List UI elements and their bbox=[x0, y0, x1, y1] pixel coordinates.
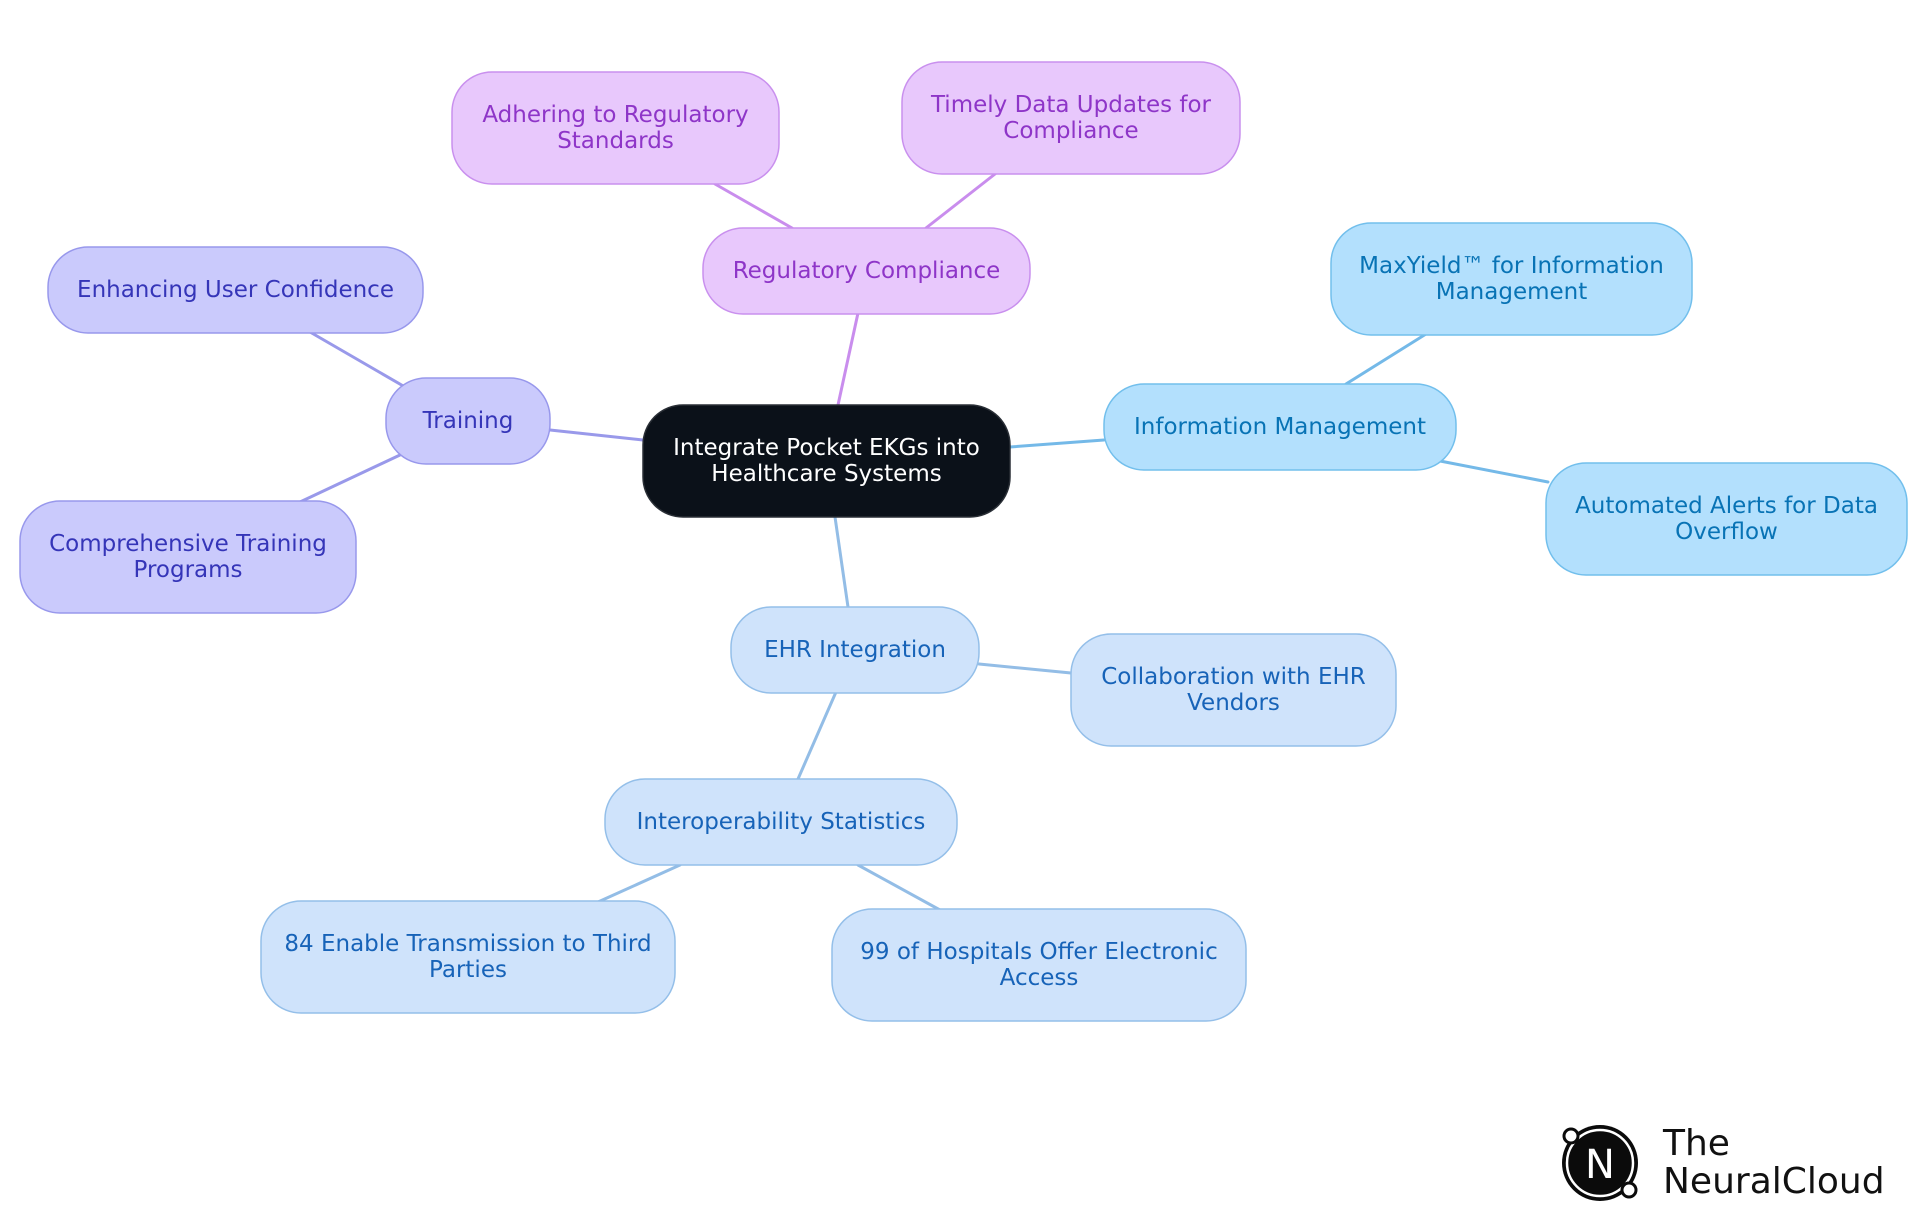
child-node-ehr-2-label-line-1: Interoperability Statistics bbox=[637, 809, 926, 835]
edge-regulatory-0 bbox=[836, 311, 860, 407]
child-node-training-1: Enhancing User Confidence bbox=[47, 246, 424, 334]
root-node-label-line-2: Healthcare Systems bbox=[711, 461, 941, 487]
child-node-regulatory-1-label-line-2: Standards bbox=[557, 128, 674, 154]
grandchild-node-ehr-2-label-line-1: 99 of Hospitals Offer Electronic bbox=[860, 939, 1217, 965]
branch-node-training-shape bbox=[385, 377, 551, 465]
edge-information-6 bbox=[1008, 438, 1106, 449]
root-node-shape bbox=[642, 404, 1011, 518]
child-node-ehr-2-shape bbox=[604, 778, 958, 866]
logo-text-the: The bbox=[1663, 1123, 1730, 1164]
child-node-information-2-label-line-1: Automated Alerts for Data bbox=[1575, 493, 1878, 519]
child-node-ehr-2: Interoperability Statistics bbox=[604, 778, 958, 866]
branch-node-regulatory-shape bbox=[702, 227, 1031, 315]
child-node-regulatory-2-shape bbox=[901, 61, 1241, 175]
grandchild-node-ehr-2-shape bbox=[831, 908, 1247, 1022]
child-node-ehr-1-label-line-2: Vendors bbox=[1187, 690, 1280, 716]
child-node-information-1-label-line-1: MaxYield™ for Information bbox=[1359, 253, 1664, 279]
edge-training-5 bbox=[298, 453, 402, 504]
child-node-regulatory-1-label-line-1: Adhering to Regulatory bbox=[482, 102, 748, 128]
logo-mark-letter: N bbox=[1585, 1142, 1615, 1188]
branch-node-information-label-line-1: Information Management bbox=[1134, 414, 1426, 440]
edge-regulatory-1 bbox=[713, 182, 794, 230]
child-node-regulatory-2-label-line-1: Timely Data Updates for bbox=[930, 92, 1212, 118]
grandchild-node-ehr-1-shape bbox=[260, 900, 676, 1014]
edge-ehr-12 bbox=[596, 863, 682, 904]
neuralcloud-logo-icon: N bbox=[1562, 1125, 1638, 1201]
child-node-ehr-1-label-line-1: Collaboration with EHR bbox=[1101, 664, 1366, 690]
child-node-regulatory-2-label-line-2: Compliance bbox=[1003, 118, 1138, 144]
grandchild-node-ehr-1-label-line-1: 84 Enable Transmission to Third bbox=[284, 931, 651, 957]
child-node-ehr-1-shape bbox=[1070, 633, 1397, 747]
branch-node-information-shape bbox=[1103, 383, 1457, 471]
grandchild-node-ehr-2-label-line-2: Access bbox=[1000, 965, 1079, 991]
edge-ehr-13 bbox=[856, 863, 942, 912]
branch-node-information: Information Management bbox=[1103, 383, 1457, 471]
child-node-information-1-shape bbox=[1330, 222, 1693, 336]
child-node-training-2-shape bbox=[19, 500, 357, 614]
root-node-label-line-1: Integrate Pocket EKGs into bbox=[673, 435, 980, 461]
logo-text-neuralcloud: NeuralCloud bbox=[1663, 1161, 1885, 1202]
child-node-training-1-shape bbox=[47, 246, 424, 334]
branch-node-regulatory: Regulatory Compliance bbox=[702, 227, 1031, 315]
branch-node-training-label-line-1: Training bbox=[422, 408, 514, 434]
child-node-training-2-label-line-2: Programs bbox=[133, 557, 242, 583]
branch-node-regulatory-label-line-1: Regulatory Compliance bbox=[733, 258, 1001, 284]
branch-node-ehr: EHR Integration bbox=[730, 606, 980, 694]
edge-ehr-11 bbox=[796, 690, 838, 781]
edge-regulatory-2 bbox=[924, 172, 997, 230]
child-node-training-2-label-line-1: Comprehensive Training bbox=[49, 531, 327, 557]
branch-node-ehr-label-line-1: EHR Integration bbox=[764, 637, 946, 663]
edge-ehr-10 bbox=[977, 662, 1073, 675]
edge-information-7 bbox=[1344, 332, 1428, 386]
mind-map-edges bbox=[298, 172, 1550, 912]
child-node-training-1-label-line-1: Enhancing User Confidence bbox=[77, 277, 394, 303]
child-node-regulatory-1-shape bbox=[451, 71, 780, 185]
edge-training-3 bbox=[548, 428, 645, 442]
edge-training-4 bbox=[308, 330, 407, 389]
edge-ehr-9 bbox=[833, 515, 850, 609]
edge-information-8 bbox=[1438, 459, 1550, 484]
branch-node-ehr-shape bbox=[730, 606, 980, 694]
grandchild-node-ehr-1-label-line-2: Parties bbox=[429, 957, 507, 983]
branch-node-training: Training bbox=[385, 377, 551, 465]
neuralcloud-logo: N The NeuralCloud bbox=[1555, 1118, 1895, 1208]
child-node-information-2-shape bbox=[1545, 462, 1908, 576]
child-node-information-1-label-line-2: Management bbox=[1436, 279, 1588, 305]
child-node-information-2-label-line-2: Overflow bbox=[1675, 519, 1778, 545]
